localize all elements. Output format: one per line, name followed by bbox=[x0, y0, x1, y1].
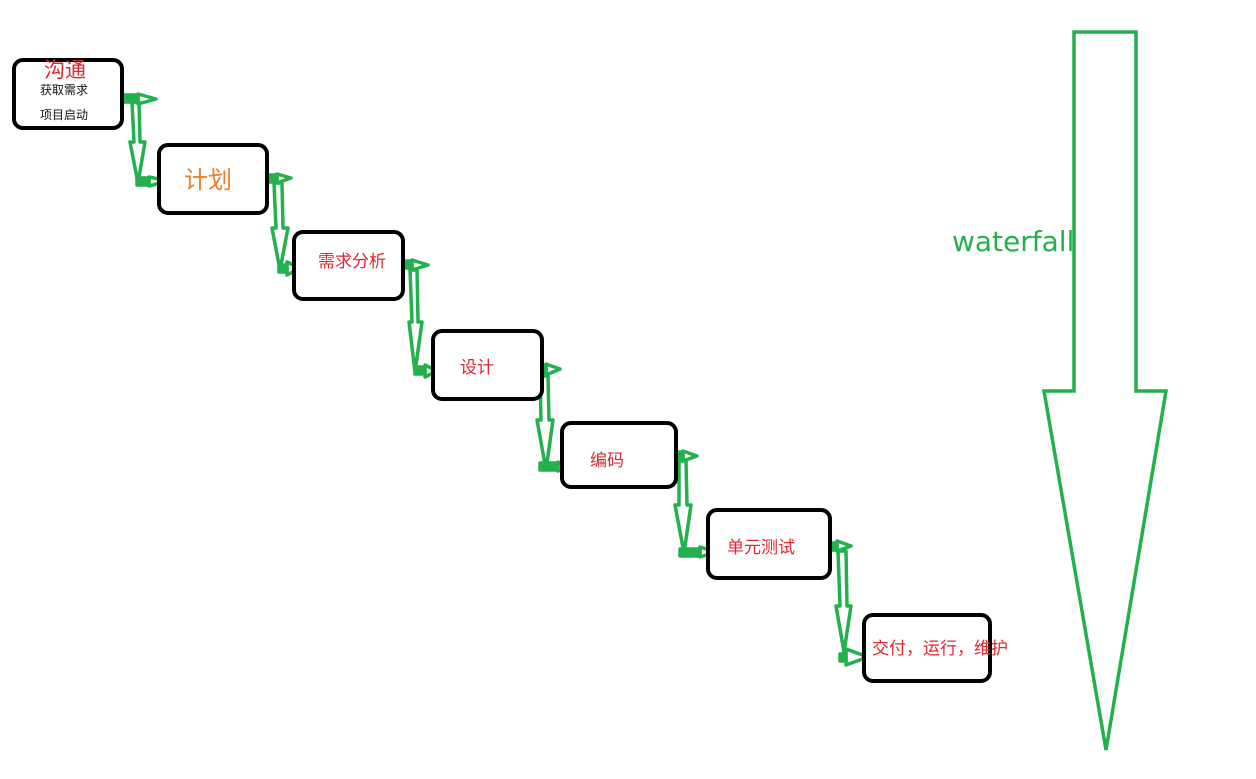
step-box-communication bbox=[12, 58, 124, 130]
connector-arrow-2-3 bbox=[263, 172, 302, 277]
step-title-unit-testing: 单元测试 bbox=[727, 538, 795, 558]
step-box-requirements bbox=[292, 230, 405, 301]
connector-arrow-5-6 bbox=[673, 449, 718, 559]
step-box-plan bbox=[157, 143, 269, 215]
step-title-requirements: 需求分析 bbox=[318, 252, 386, 272]
step-box-delivery bbox=[862, 613, 992, 683]
step-detail-project-start: 项目启动 bbox=[40, 108, 89, 122]
step-box-design bbox=[431, 329, 544, 401]
step-box-coding bbox=[560, 421, 678, 489]
waterfall-label: waterfall bbox=[952, 225, 1075, 258]
step-box-unit-testing bbox=[706, 508, 832, 580]
step-title-coding: 编码 bbox=[590, 451, 624, 471]
connector-arrow-6-7 bbox=[825, 539, 870, 667]
step-title-delivery: 交付，运行，维护 bbox=[872, 639, 1008, 659]
step-title-communication: 沟通 bbox=[44, 58, 86, 82]
step-title-design: 设计 bbox=[460, 358, 494, 378]
step-detail-get-requirements: 获取需求 bbox=[40, 83, 89, 97]
step-title-plan: 计划 bbox=[184, 166, 232, 194]
waterfall-big-arrow bbox=[1041, 30, 1169, 751]
